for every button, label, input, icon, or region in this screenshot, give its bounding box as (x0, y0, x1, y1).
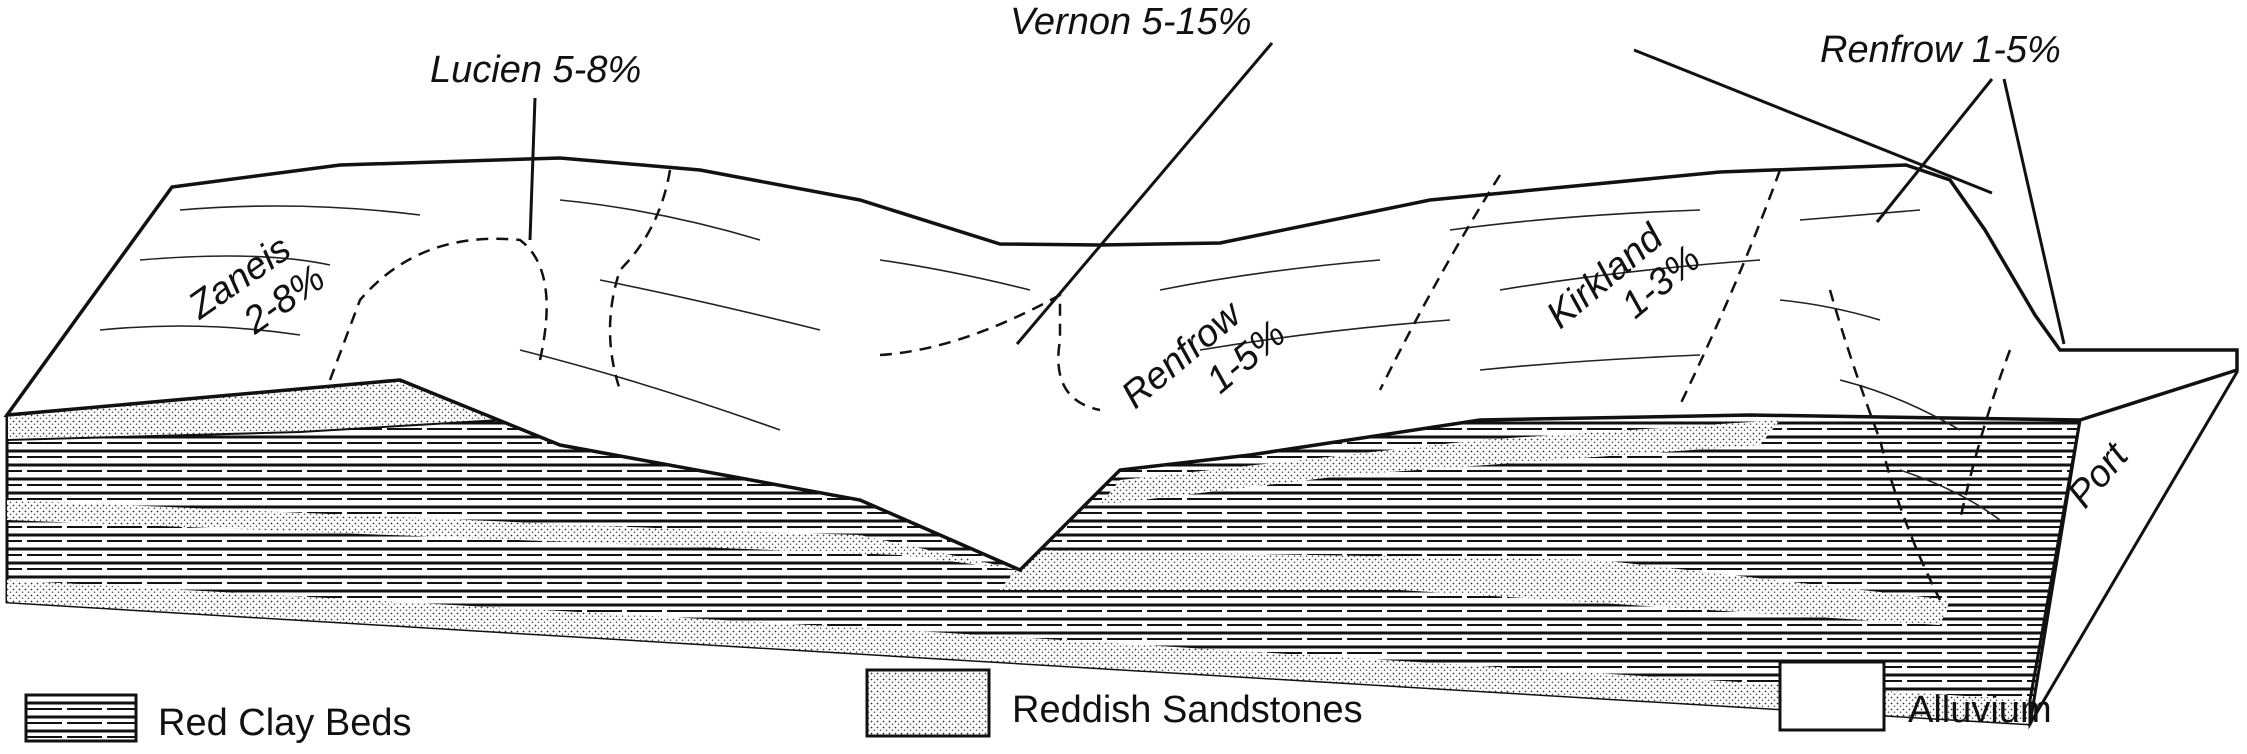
label-vernon: Vernon 5-15% (1010, 1, 1252, 43)
leader-lines (528, 42, 2066, 345)
sandstone-layer (1000, 550, 1950, 625)
legend: Red Clay Beds Reddish Sandstones Alluviu… (24, 660, 2052, 744)
sandstone-layer (7, 580, 2030, 724)
vernon-leader (1015, 42, 1274, 345)
legend-swatch-clay (24, 693, 138, 743)
legend-label-clay: Red Clay Beds (158, 702, 411, 744)
vernon-leader (1633, 48, 1993, 195)
renfrow-leader (1875, 78, 1994, 223)
land-surface (3, 156, 2239, 730)
legend-swatch-alluvium (1778, 660, 1886, 732)
legend-swatch-sandstone (865, 668, 991, 738)
renfrow-leader (2002, 78, 2066, 345)
legend-label-sandstone: Reddish Sandstones (1012, 689, 1363, 731)
sandstone-layer (7, 500, 1020, 570)
label-renfrow-top: Renfrow 1-5% (1820, 29, 2061, 71)
label-lucien: Lucien 5-8% (430, 49, 641, 91)
sandstone-layer (1100, 420, 1780, 505)
geologic-cross-section (5, 370, 2082, 726)
legend-label-alluvium: Alluvium (1908, 689, 2052, 731)
